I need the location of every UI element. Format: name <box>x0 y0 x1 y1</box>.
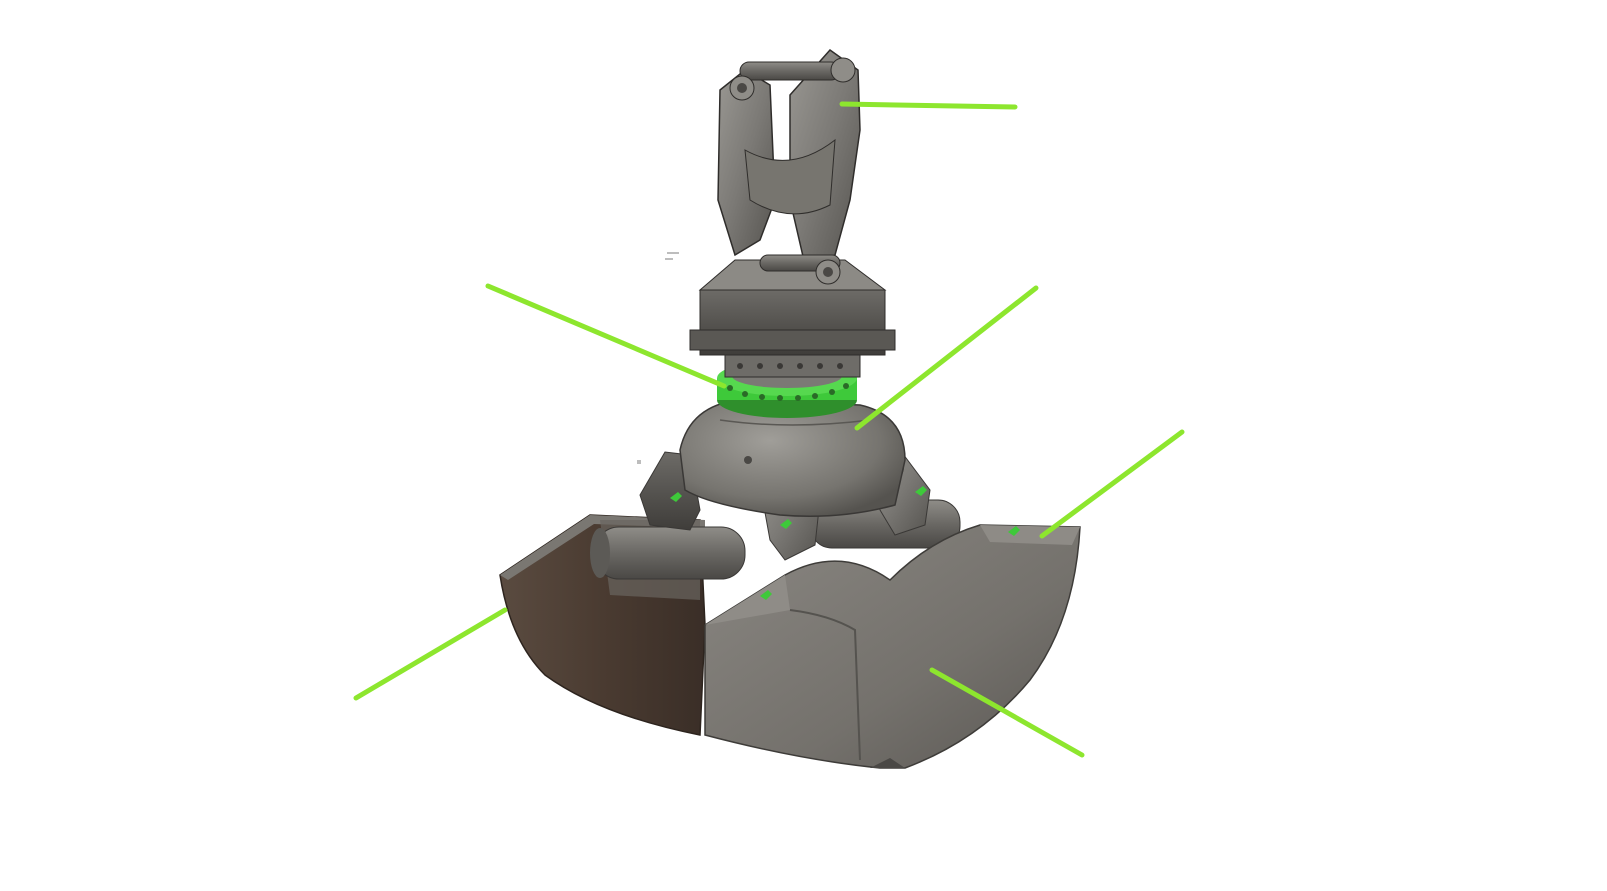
callout-line-top-mount <box>839 101 1018 110</box>
callout-line-shell-left <box>353 607 508 701</box>
swivel-housing <box>679 399 906 517</box>
callout-line-shell-edge-right <box>1039 429 1185 539</box>
callout-line-rotator-ring <box>485 283 727 389</box>
rotator-motor <box>689 259 896 378</box>
quick-coupler-bracket <box>717 48 861 285</box>
right-shell <box>704 524 1081 769</box>
stray-marks <box>637 252 679 464</box>
callout-lines <box>353 101 1185 758</box>
callout-line-housing <box>854 285 1039 431</box>
callout-line-shell-right <box>929 667 1085 758</box>
